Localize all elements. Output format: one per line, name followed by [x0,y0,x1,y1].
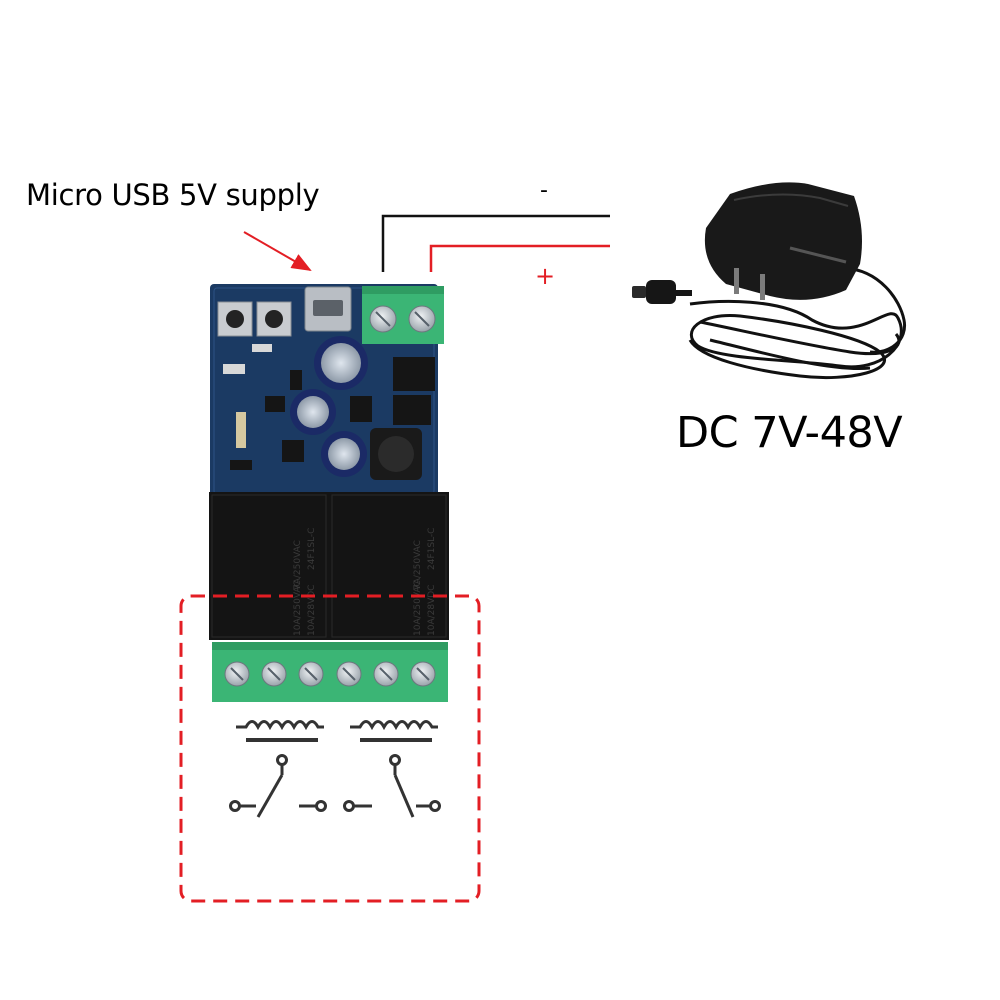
relay-coil-icon [236,720,324,742]
micro-usb-port [304,286,352,332]
negative-label: - [540,178,548,203]
power-adapter-icon [632,182,907,380]
usb-supply-label: Micro USB 5V supply [26,178,320,212]
output-highlight-box [179,594,481,903]
relay-1-rating-3: 10A/250VAC [293,580,303,636]
capacitor-3 [321,431,367,477]
output-terminal-block [212,642,448,702]
tactile-button-2 [256,301,292,337]
relay-switch-icon [343,754,441,818]
relay-1-rating-4: 10A/28VDC [307,585,317,636]
positive-label: + [535,262,556,290]
relay-coil-icon [350,720,438,742]
relay-1: 7A/250VAC 24F1SL-C 10A/250VAC 10A/28VDC [209,492,329,640]
relay-2-rating-2: 24F1SL-C [427,528,437,570]
inductor [370,428,422,480]
power-input-terminal [362,286,444,344]
relay-switch-icon [229,754,327,818]
relay-2-rating-4: 10A/28VDC [427,585,437,636]
tactile-button-1 [217,301,253,337]
relay-2: 7A/250VAC 24F1SL-C 10A/250VAC 10A/28VDC [329,492,449,640]
relay-2-rating-1: 7A/250VAC [413,540,423,590]
relay-1-rating-1: 7A/250VAC [293,540,303,590]
negative-wire [381,214,610,272]
positive-wire [429,244,610,272]
capacitor-2 [290,389,336,435]
capacitor-1 [314,336,368,390]
relay-2-rating-3: 10A/250VAC [413,580,423,636]
relay-1-rating-2: 24F1SL-C [307,528,317,570]
usb-arrow-icon [243,231,312,271]
voltage-range-label: DC 7V-48V [676,408,903,458]
